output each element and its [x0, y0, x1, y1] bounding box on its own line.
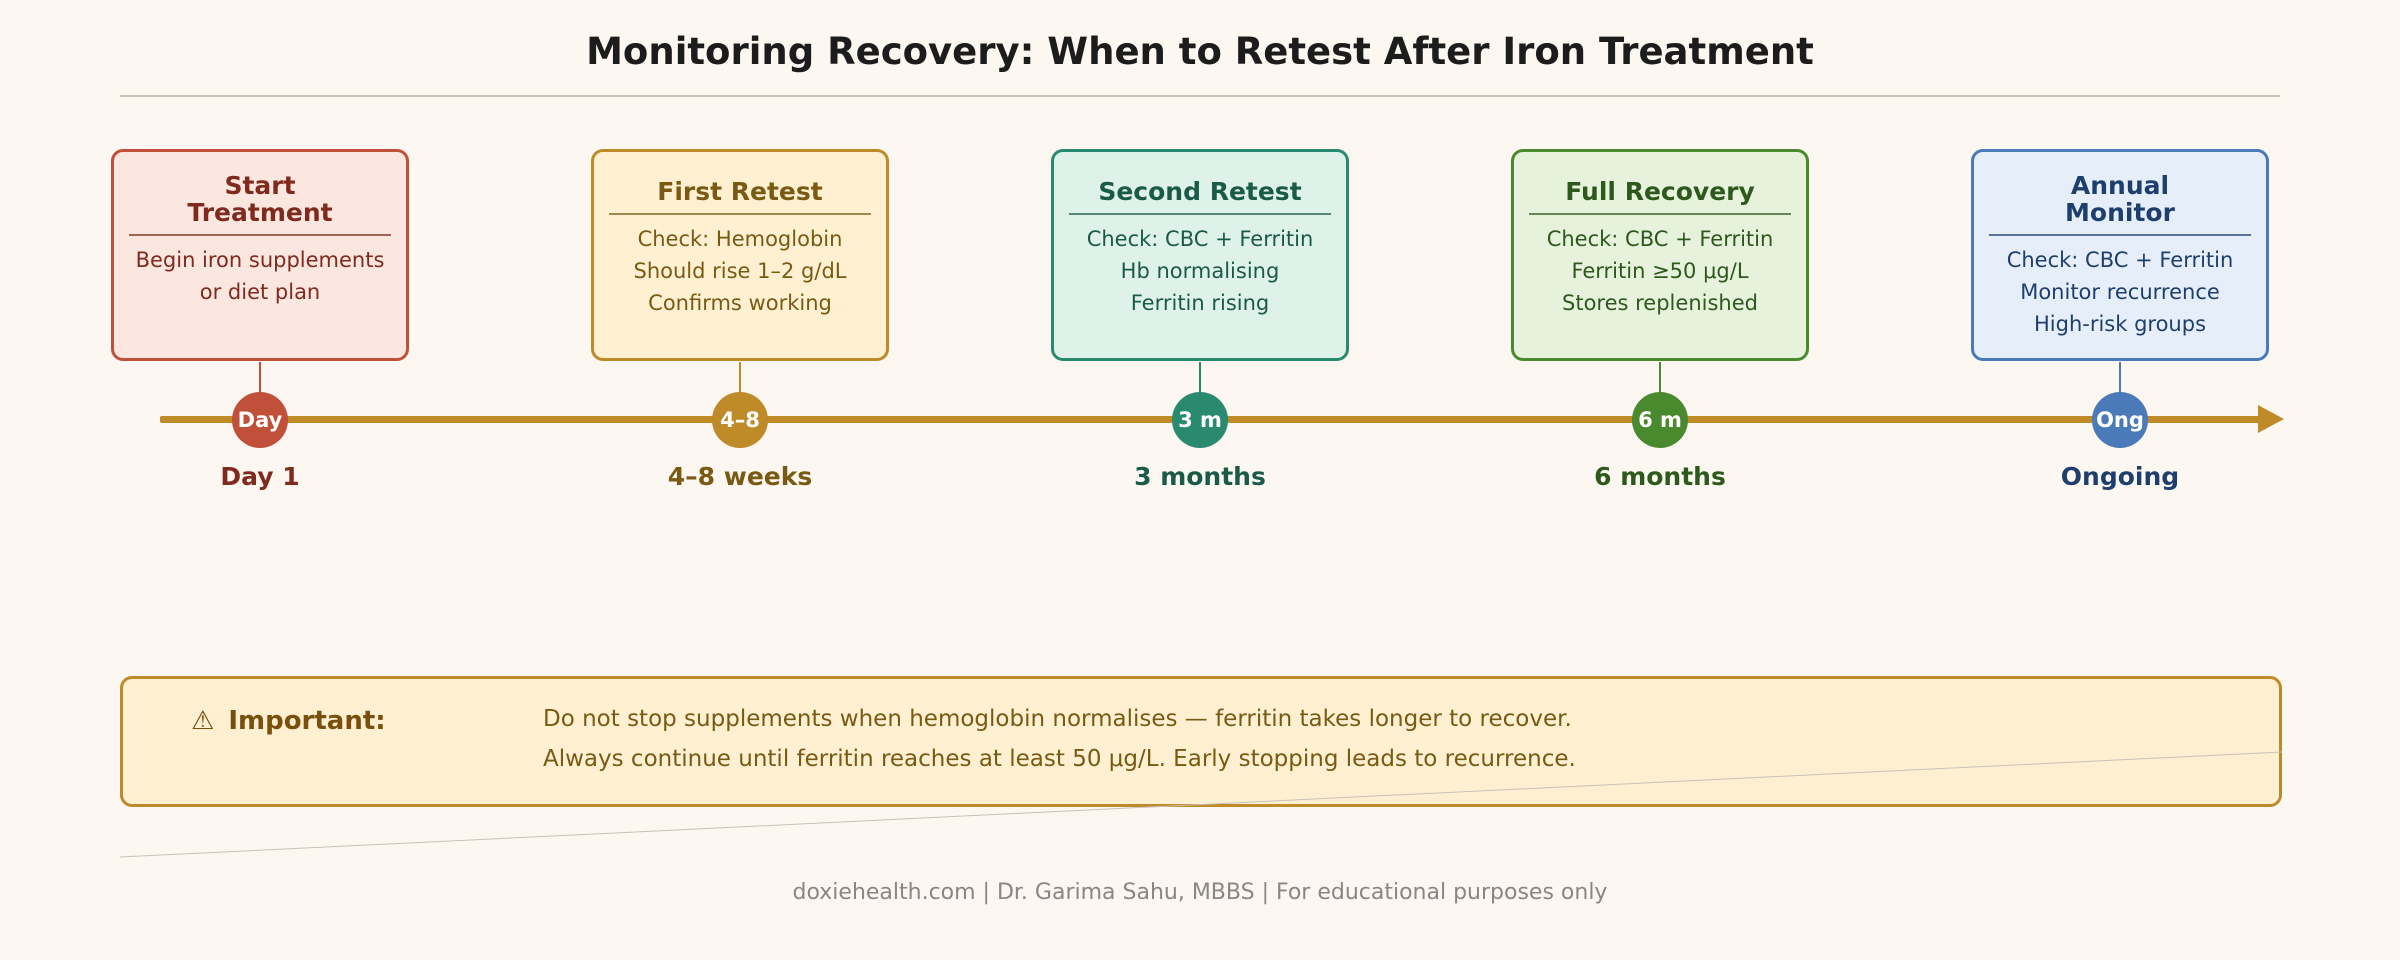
milestone-detail: Check: CBC + Ferritin [1086, 227, 1314, 251]
milestone-marker: Ong [2092, 392, 2148, 448]
milestone-detail: Ferritin rising [1130, 291, 1270, 315]
milestone-title-rule [1069, 213, 1331, 215]
warning-icon: ⚠ [191, 706, 215, 736]
milestone-detail: Stores replenished [1562, 291, 1758, 315]
milestone-title-rule [129, 234, 391, 236]
milestone-title-rule [609, 213, 871, 215]
milestone-time-label: 3 months [1134, 462, 1266, 491]
milestone-marker: 4–8 [712, 392, 768, 448]
milestone-detail: or diet plan [199, 280, 321, 304]
milestone-time-label: 4–8 weeks [667, 462, 813, 491]
note-label-text: Important: [228, 706, 386, 736]
important-note: ⚠ Important: Do not stop supplements when… [120, 676, 2282, 807]
milestone-detail: Monitor recurrence [2020, 280, 2220, 304]
page-title: Monitoring Recovery: When to Retest Afte… [586, 30, 1814, 73]
milestone-detail: Check: CBC + Ferritin [1546, 227, 1774, 251]
milestone-detail: Begin iron supplements [135, 248, 385, 272]
milestone-marker: 3 m [1172, 392, 1228, 448]
milestone-time-label: 6 months [1594, 462, 1726, 491]
milestone-connector [2119, 362, 2121, 394]
milestone-title: Treatment [187, 198, 333, 227]
milestone-connector [1199, 362, 1201, 394]
milestone-detail: High-risk groups [2033, 312, 2207, 336]
milestone-time-label: Day 1 [220, 462, 300, 491]
note-label: ⚠ Important: [191, 706, 386, 736]
milestone-marker: 6 m [1632, 392, 1688, 448]
milestone-title-rule [1989, 234, 2251, 236]
milestone-title-rule [1529, 213, 1791, 215]
milestone-detail: Should rise 1–2 g/dL [633, 259, 847, 283]
milestone-connector [1659, 362, 1661, 394]
milestone-title: Start [224, 171, 296, 200]
title-divider [120, 95, 2280, 97]
milestone-title: Full Recovery [1565, 177, 1755, 206]
milestone-connector [259, 362, 261, 394]
milestone-title: Second Retest [1098, 177, 1302, 206]
milestone-marker: Day [232, 392, 288, 448]
milestone-detail: Ferritin ≥50 μg/L [1571, 259, 1749, 283]
milestone-detail: Check: Hemoglobin [637, 227, 843, 251]
note-line-2: Always continue until ferritin reaches a… [543, 746, 1576, 772]
milestone-title: Annual [2070, 171, 2170, 200]
footer-credit: doxiehealth.com | Dr. Garima Sahu, MBBS … [792, 880, 1608, 905]
timeline-arrowhead [2258, 405, 2284, 433]
milestone-connector [739, 362, 741, 394]
note-line-1: Do not stop supplements when hemoglobin … [543, 706, 1572, 732]
milestone-detail: Check: CBC + Ferritin [2006, 248, 2234, 272]
milestone-time-label: Ongoing [2060, 462, 2180, 491]
milestone-title: First Retest [657, 177, 823, 206]
milestone-detail: Hb normalising [1120, 259, 1280, 283]
milestone-detail: Confirms working [648, 291, 832, 315]
milestone-title: Monitor [2065, 198, 2175, 227]
